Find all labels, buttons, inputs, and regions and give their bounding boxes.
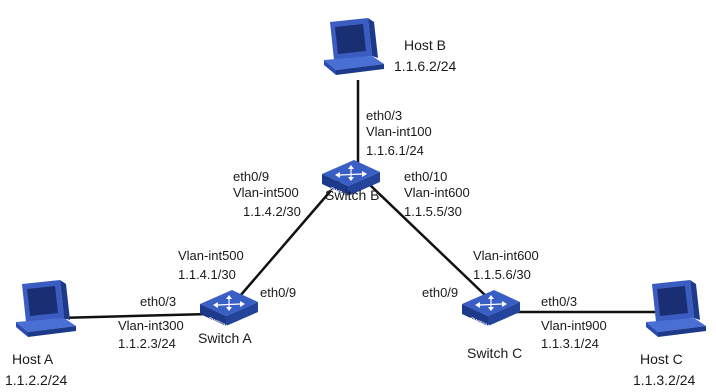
host-a-icon — [16, 280, 76, 337]
swC-swB-port: eth0/9 — [422, 285, 458, 300]
swC-hostC-vlan: Vlan-int900 — [541, 318, 607, 333]
swB-swA-port: eth0/9 — [233, 169, 269, 184]
host-c-icon — [646, 280, 706, 337]
host-a-name: Host A — [12, 351, 54, 367]
switch-b-name: Switch B — [325, 187, 379, 203]
swB-swC-vlan: Vlan-int600 — [404, 185, 470, 200]
swB-swA-vlan: Vlan-int500 — [233, 185, 299, 200]
host-c-name: Host C — [640, 351, 683, 367]
link-switchB-switchC — [369, 184, 488, 298]
swB-swC-ip: 1.1.5.5/30 — [404, 204, 462, 219]
swA-swB-vlan: Vlan-int500 — [178, 248, 244, 263]
swB-swA-ip: 1.1.4.2/30 — [243, 204, 301, 219]
swA-hostA-ip: 1.1.2.3/24 — [118, 336, 176, 351]
swA-hostA-vlan: Vlan-int300 — [118, 318, 184, 333]
swB-hostB-port: eth0/3 — [366, 108, 402, 123]
switch-a-name: Switch A — [198, 330, 252, 346]
swC-swB-ip: 1.1.5.6/30 — [473, 267, 531, 282]
swC-hostC-port: eth0/3 — [541, 294, 577, 309]
swC-swB-vlan: Vlan-int600 — [473, 248, 539, 263]
swA-hostA-port: eth0/3 — [140, 294, 176, 309]
swB-hostB-vlan: Vlan-int100 — [366, 124, 432, 139]
host-a-ip: 1.1.2.2/24 — [5, 372, 67, 388]
host-b-icon — [324, 18, 384, 75]
link-hostA-switchA — [57, 312, 211, 320]
host-b-ip: 1.1.6.2/24 — [394, 58, 456, 74]
swC-hostC-ip: 1.1.3.1/24 — [541, 336, 599, 351]
host-c-ip: 1.1.3.2/24 — [633, 372, 695, 388]
swA-swB-ip: 1.1.4.1/30 — [178, 267, 236, 282]
switch-c-icon: SWITCH — [461, 289, 521, 330]
swB-hostB-ip: 1.1.6.1/24 — [366, 143, 424, 158]
host-b-name: Host B — [404, 37, 446, 53]
swB-swC-port: eth0/10 — [404, 169, 447, 184]
link-switchA-switchB — [239, 179, 341, 297]
swA-swB-port: eth0/9 — [260, 285, 296, 300]
switch-c-name: Switch C — [467, 345, 522, 361]
switch-a-icon: SWITCH — [199, 289, 259, 330]
